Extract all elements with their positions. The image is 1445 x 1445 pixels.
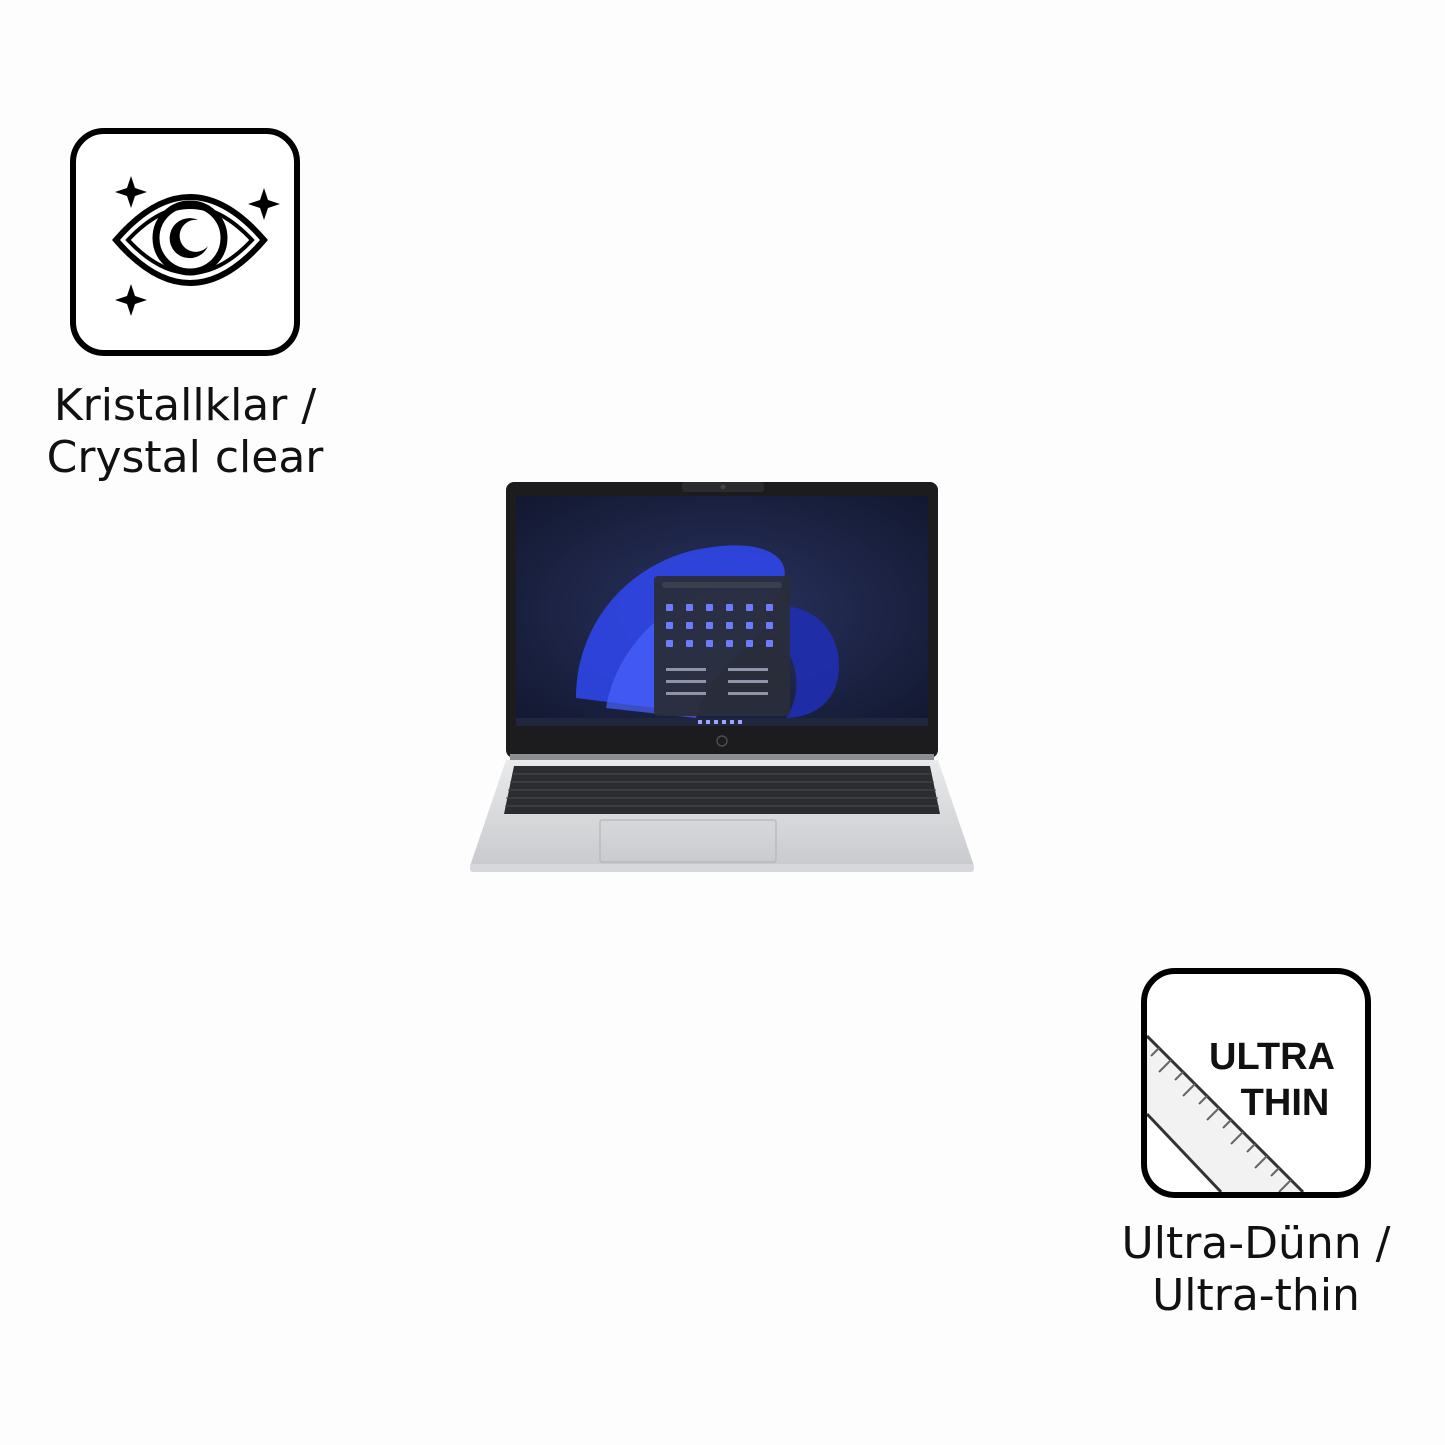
eye-sparkle-icon xyxy=(112,176,280,316)
crystal-caption-line1: Kristallklar / xyxy=(53,380,317,431)
laptop-image xyxy=(470,482,974,872)
thin-caption-line1: Ultra-Dünn / xyxy=(1121,1218,1391,1269)
crystal-clear-caption: Kristallklar / Crystal clear xyxy=(40,380,330,484)
ultra-thin-caption: Ultra-Dünn / Ultra-thin xyxy=(1096,1218,1416,1322)
badge-line1: ULTRA xyxy=(1209,1036,1335,1078)
ultra-thin-icon-frame: ULTRA THIN xyxy=(1141,968,1371,1198)
crystal-caption-line2: Crystal clear xyxy=(46,432,324,483)
ruler-ultra-thin-icon xyxy=(1147,1034,1305,1192)
thin-caption-line2: Ultra-thin xyxy=(1152,1270,1360,1321)
ultra-thin-badge-text: ULTRA THIN xyxy=(1187,1034,1347,1126)
badge-line2: THIN xyxy=(1240,1082,1330,1124)
crystal-clear-icon-frame xyxy=(70,128,300,356)
